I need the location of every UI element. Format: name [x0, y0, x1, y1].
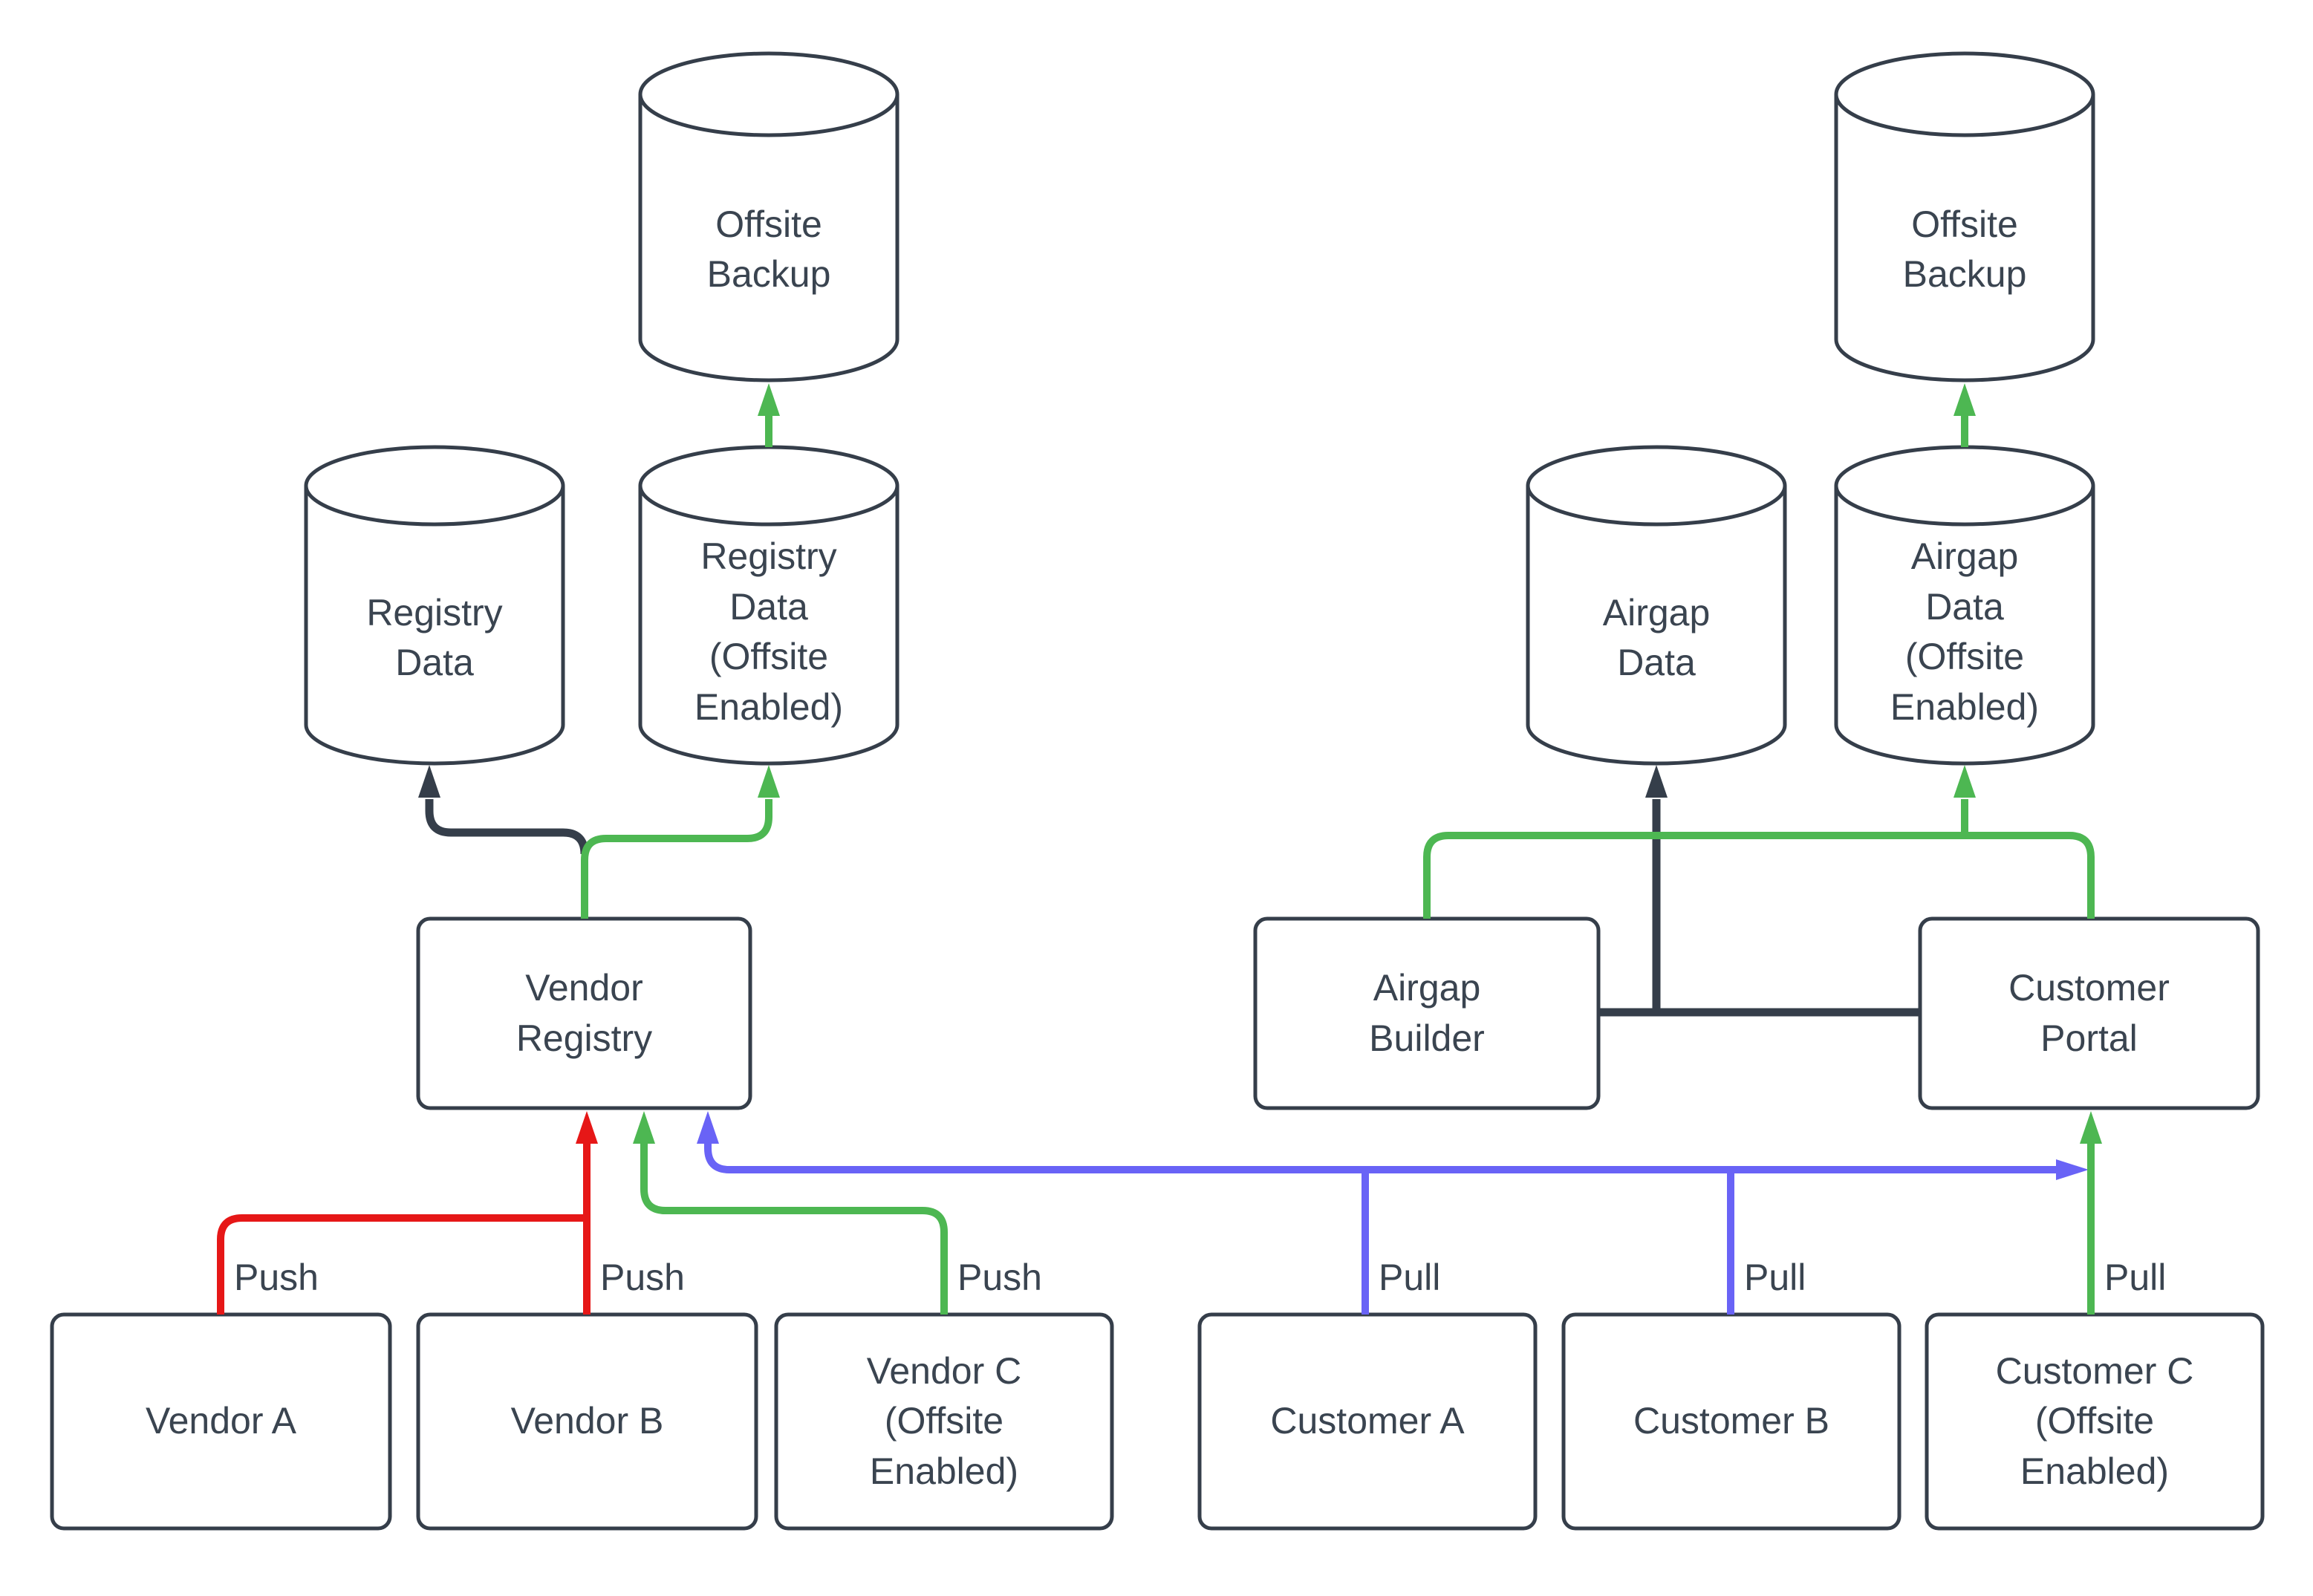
arrowhead-dark-registry-data — [418, 765, 440, 798]
label-vendor-a: Vendor A — [146, 1400, 296, 1442]
edge-vendor-registry-to-registry-data-offsite — [581, 765, 780, 919]
edge-customers-pull-main — [697, 1111, 2089, 1180]
edge-builder-portal-to-airgap-offsite — [1423, 765, 2095, 919]
edge-registry-offsite-to-offsite-backup — [758, 383, 780, 447]
label-registry-data-offsite: Registry Data (Offsite Enabled) — [694, 535, 844, 728]
arrowhead-dark-airgap-data — [1645, 765, 1668, 798]
label-pull-customer-a: Pull — [1379, 1257, 1441, 1298]
cylinder-offsite-backup-right — [1834, 51, 2095, 382]
label-pull-customer-b: Pull — [1744, 1257, 1806, 1298]
label-customer-a: Customer A — [1270, 1400, 1465, 1442]
edge-airgap-offsite-to-offsite-backup — [1953, 383, 1976, 447]
edge-vendor-b-push — [576, 1111, 598, 1315]
cylinder-registry-data — [304, 445, 565, 766]
edge-customer-c-pull — [2080, 1111, 2102, 1315]
arrowhead-green-offsite-backup-left — [758, 383, 780, 416]
cylinder-airgap-data — [1526, 445, 1787, 766]
edge-vendor-c-push — [633, 1111, 948, 1315]
label-customer-portal: Customer Portal — [2008, 967, 2170, 1059]
arrowhead-green-customer-portal — [2080, 1111, 2102, 1144]
arrowhead-green-offsite-backup-right — [1953, 383, 1976, 416]
arrowhead-green-airgap-data-offsite — [1953, 765, 1976, 798]
label-pull-customer-c: Pull — [2104, 1257, 2167, 1298]
label-push-vendor-c: Push — [957, 1257, 1042, 1298]
arrowhead-red-vendor-registry — [576, 1111, 598, 1144]
edge-vendor-a-push — [217, 1214, 587, 1315]
cylinder-offsite-backup-left — [638, 51, 900, 382]
arrowhead-green-registry-data-offsite — [758, 765, 780, 798]
label-offsite-backup-left: Offsite Backup — [706, 203, 831, 296]
edge-vendor-registry-to-registry-data — [418, 765, 589, 855]
label-registry-data: Registry Data — [366, 591, 503, 684]
label-airgap-data-offsite: Airgap Data (Offsite Enabled) — [1890, 535, 2040, 728]
label-offsite-backup-right: Offsite Backup — [1902, 203, 2027, 296]
label-push-vendor-b: Push — [600, 1257, 685, 1298]
label-customer-b: Customer B — [1633, 1400, 1829, 1442]
arrowhead-blue-vendor-registry — [697, 1111, 719, 1144]
label-vendor-c: Vendor C (Offsite Enabled) — [866, 1349, 1022, 1492]
label-airgap-data: Airgap Data — [1602, 591, 1711, 684]
label-customer-c: Customer C (Offsite Enabled) — [1995, 1349, 2194, 1492]
label-vendor-b: Vendor B — [510, 1400, 664, 1442]
arrowhead-blue-right-end — [2056, 1159, 2089, 1180]
label-vendor-registry: Vendor Registry — [515, 967, 653, 1059]
arrowhead-green-vendor-registry — [633, 1111, 655, 1144]
cylinder-registry-data-offsite — [638, 445, 900, 766]
label-airgap-builder: Airgap Builder — [1369, 967, 1485, 1059]
label-push-vendor-a: Push — [234, 1257, 319, 1298]
cylinder-airgap-data-offsite — [1834, 445, 2095, 766]
edge-airgap-builder-to-airgap-data — [1645, 765, 1668, 1012]
